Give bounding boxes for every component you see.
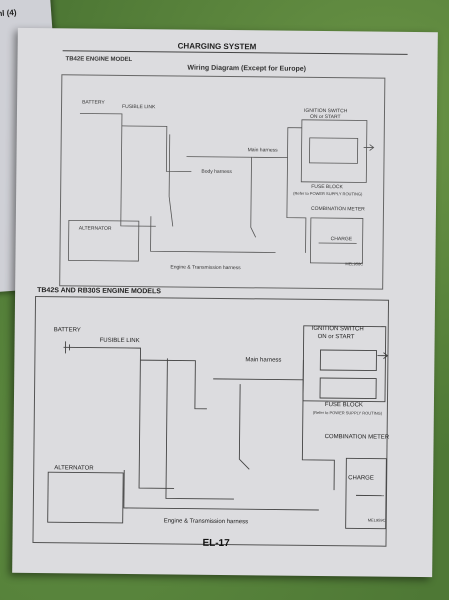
s2-fuse-block-label: FUSE BLOCK [324, 402, 363, 409]
wiring-diagram-1: BATTERY FUSIBLE LINK IGNITION SWITCH ON … [59, 74, 386, 290]
s2-battery-label: BATTERY [53, 327, 81, 334]
section2-title: TB42S AND RB30S ENGINE MODELS [37, 287, 161, 296]
s1-fuse-block-sub: (Refer to POWER SUPPLY ROUTING) [293, 190, 363, 197]
s2-combination-meter-label: COMBINATION METER [324, 434, 390, 441]
left-page-fragment: ml (4) [0, 7, 17, 19]
wiring-diagram-1-lines [68, 113, 375, 264]
s1-fusible-link-label: FUSIBLE LINK [122, 103, 156, 111]
s2-main-harness-label: Main harness [245, 357, 282, 364]
manual-page: CHARGING SYSTEM TB42E ENGINE MODEL Wirin… [12, 27, 438, 578]
wiring-diagram-2-lines [47, 325, 389, 530]
wiring-diagram-2: BATTERY FUSIBLE LINK IGNITION SWITCH ON … [32, 296, 389, 547]
section1-subtitle: Wiring Diagram (Except for Europe) [187, 64, 307, 73]
s2-fuse-block-sub: (Refer to POWER SUPPLY ROUTING) [312, 409, 383, 416]
s2-engine-harness-label: Engine & Transmission harness [163, 518, 249, 526]
s2-ignition-pos-label: ON or START [317, 333, 355, 341]
s1-alternator-label: ALTERNATOR [78, 225, 112, 232]
s1-main-harness-label: Main harness [247, 147, 278, 154]
s1-charge-label: CHARGE [330, 236, 353, 243]
s2-alternator-label: ALTERNATOR [54, 465, 94, 472]
s1-body-harness-label: Body harness [201, 168, 232, 176]
section1-code: MEL958C [345, 261, 364, 267]
page-number: EL-17 [202, 537, 230, 550]
s1-battery-label: BATTERY [82, 99, 105, 106]
s1-combination-meter-label: COMBINATION METER [310, 205, 365, 213]
s1-ignition-pos-label: ON or START [309, 113, 341, 121]
s2-fusible-link-label: FUSIBLE LINK [99, 337, 140, 345]
section1-title: TB42E ENGINE MODEL [65, 56, 133, 64]
s2-charge-label: CHARGE [348, 475, 374, 482]
s2-ignition-switch-label: IGNITION SWITCH [311, 325, 364, 333]
section2-code: MEL959C [367, 517, 386, 523]
page-header-title: CHARGING SYSTEM [177, 41, 257, 52]
s1-fuse-block-label: FUSE BLOCK [311, 183, 343, 191]
s1-engine-harness-label: Engine & Transmission harness [170, 264, 241, 272]
